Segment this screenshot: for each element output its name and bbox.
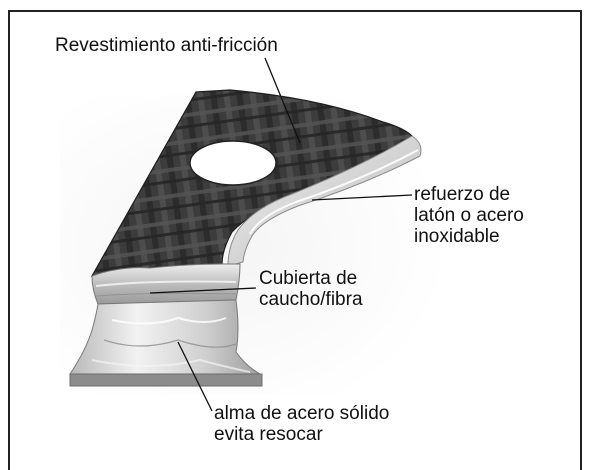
leader-reinforcement xyxy=(311,194,413,201)
leader-coating xyxy=(264,57,301,144)
mounting-hole xyxy=(189,140,277,186)
reinforcement-band xyxy=(227,135,422,267)
label-rubber-fiber-cover: Cubierta de caucho/fibra xyxy=(259,268,363,310)
label-cover-line-1: Cubierta de xyxy=(259,268,358,289)
label-steel-core: alma de acero sólido evita resocar xyxy=(214,403,389,445)
label-anti-friction-coating-text: Revestimiento anti-fricción xyxy=(55,35,278,56)
label-reinforcement-line-1: refuerzo de xyxy=(414,184,511,205)
leader-cover xyxy=(149,287,257,294)
figure-frame xyxy=(8,10,582,470)
label-reinforcement: refuerzo de latón o acero inoxidable xyxy=(414,184,524,247)
core-base-strip xyxy=(69,373,263,387)
label-reinforcement-line-3: inoxidable xyxy=(414,226,500,247)
label-core-line-2: evita resocar xyxy=(214,424,323,445)
leader-core xyxy=(177,341,213,412)
label-reinforcement-line-2: latón o acero xyxy=(414,205,524,226)
label-core-line-1: alma de acero sólido xyxy=(214,403,390,424)
label-cover-line-2: caucho/fibra xyxy=(259,289,363,310)
label-anti-friction-coating: Revestimiento anti-fricción xyxy=(55,35,278,56)
